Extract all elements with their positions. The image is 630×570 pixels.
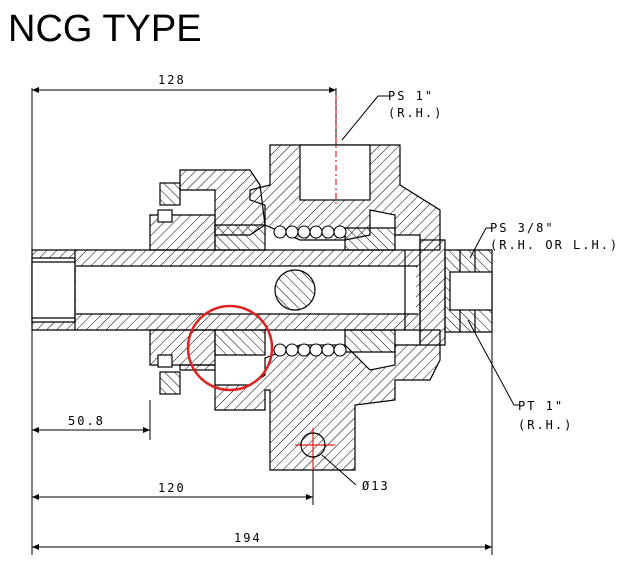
dimension-128-label: 128: [158, 73, 186, 87]
housing-lower: [149, 329, 441, 471]
dimension-50-8-label: 50.8: [68, 414, 105, 428]
callout-ps38-line1: PS 3/8": [490, 221, 555, 235]
dimension-194-label: 194: [234, 531, 262, 545]
upper-spring: [273, 225, 347, 239]
hole-center-mark: [295, 428, 335, 470]
shaft: [31, 249, 421, 331]
callout-d13-leader: [321, 454, 357, 486]
callout-pt1-line1: PT 1": [518, 399, 564, 413]
callout-pt1-line2: (R.H.): [518, 418, 573, 432]
right-fitting: [419, 239, 493, 346]
callout-pt1-leader: [467, 319, 520, 406]
cross-hole: [274, 269, 316, 311]
diagram-title: NCG TYPE: [8, 8, 202, 50]
dimension-120-label: 120: [158, 481, 186, 495]
lower-spring: [273, 343, 347, 357]
callout-ps38-leader: [469, 227, 494, 259]
callout-ps38-line2: (R.H. OR L.H.): [490, 238, 619, 252]
highlight-circle: [186, 304, 274, 392]
housing-upper: [149, 144, 441, 251]
dimension-50-8: [32, 400, 151, 440]
callout-ps1-line2: (R.H.): [388, 106, 443, 120]
callout-ps1-line1: PS 1": [388, 89, 434, 103]
callout-ps1-leader: [341, 95, 392, 141]
dimension-d13-label: Ø13: [362, 479, 390, 493]
